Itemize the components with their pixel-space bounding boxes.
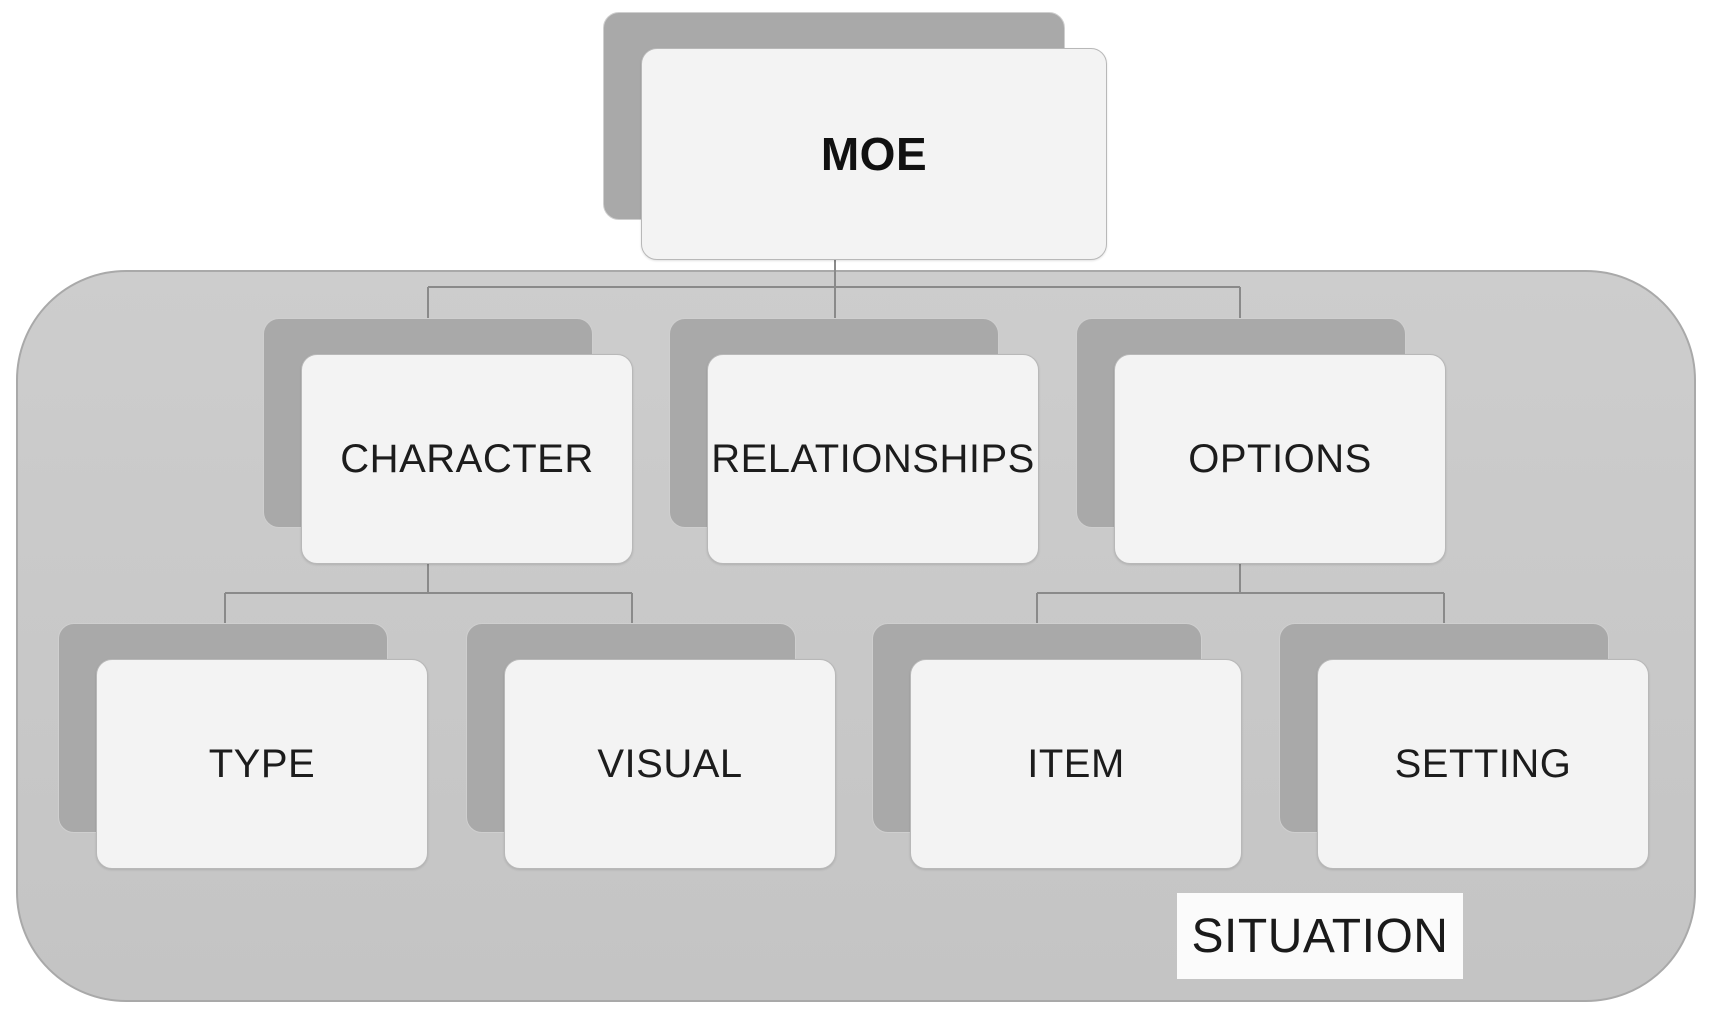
node-options-face: OPTIONS bbox=[1114, 354, 1446, 564]
node-character-face: CHARACTER bbox=[301, 354, 633, 564]
node-visual-label: VISUAL bbox=[597, 741, 743, 786]
node-type-label: TYPE bbox=[208, 741, 316, 786]
node-item-face: ITEM bbox=[910, 659, 1242, 869]
situation-label: SITUATION bbox=[1191, 909, 1449, 963]
situation-label-box: SITUATION bbox=[1177, 893, 1463, 979]
node-moe-face: MOE bbox=[641, 48, 1107, 260]
node-item-label: ITEM bbox=[1027, 741, 1125, 786]
node-relationships-label: RELATIONSHIPS bbox=[711, 436, 1035, 481]
node-visual-face: VISUAL bbox=[504, 659, 836, 869]
node-setting-label: SETTING bbox=[1394, 741, 1572, 786]
node-moe-label: MOE bbox=[820, 128, 928, 180]
node-relationships-face: RELATIONSHIPS bbox=[707, 354, 1039, 564]
node-options-label: OPTIONS bbox=[1188, 436, 1372, 481]
node-character-label: CHARACTER bbox=[340, 436, 594, 481]
node-type-face: TYPE bbox=[96, 659, 428, 869]
node-setting-face: SETTING bbox=[1317, 659, 1649, 869]
